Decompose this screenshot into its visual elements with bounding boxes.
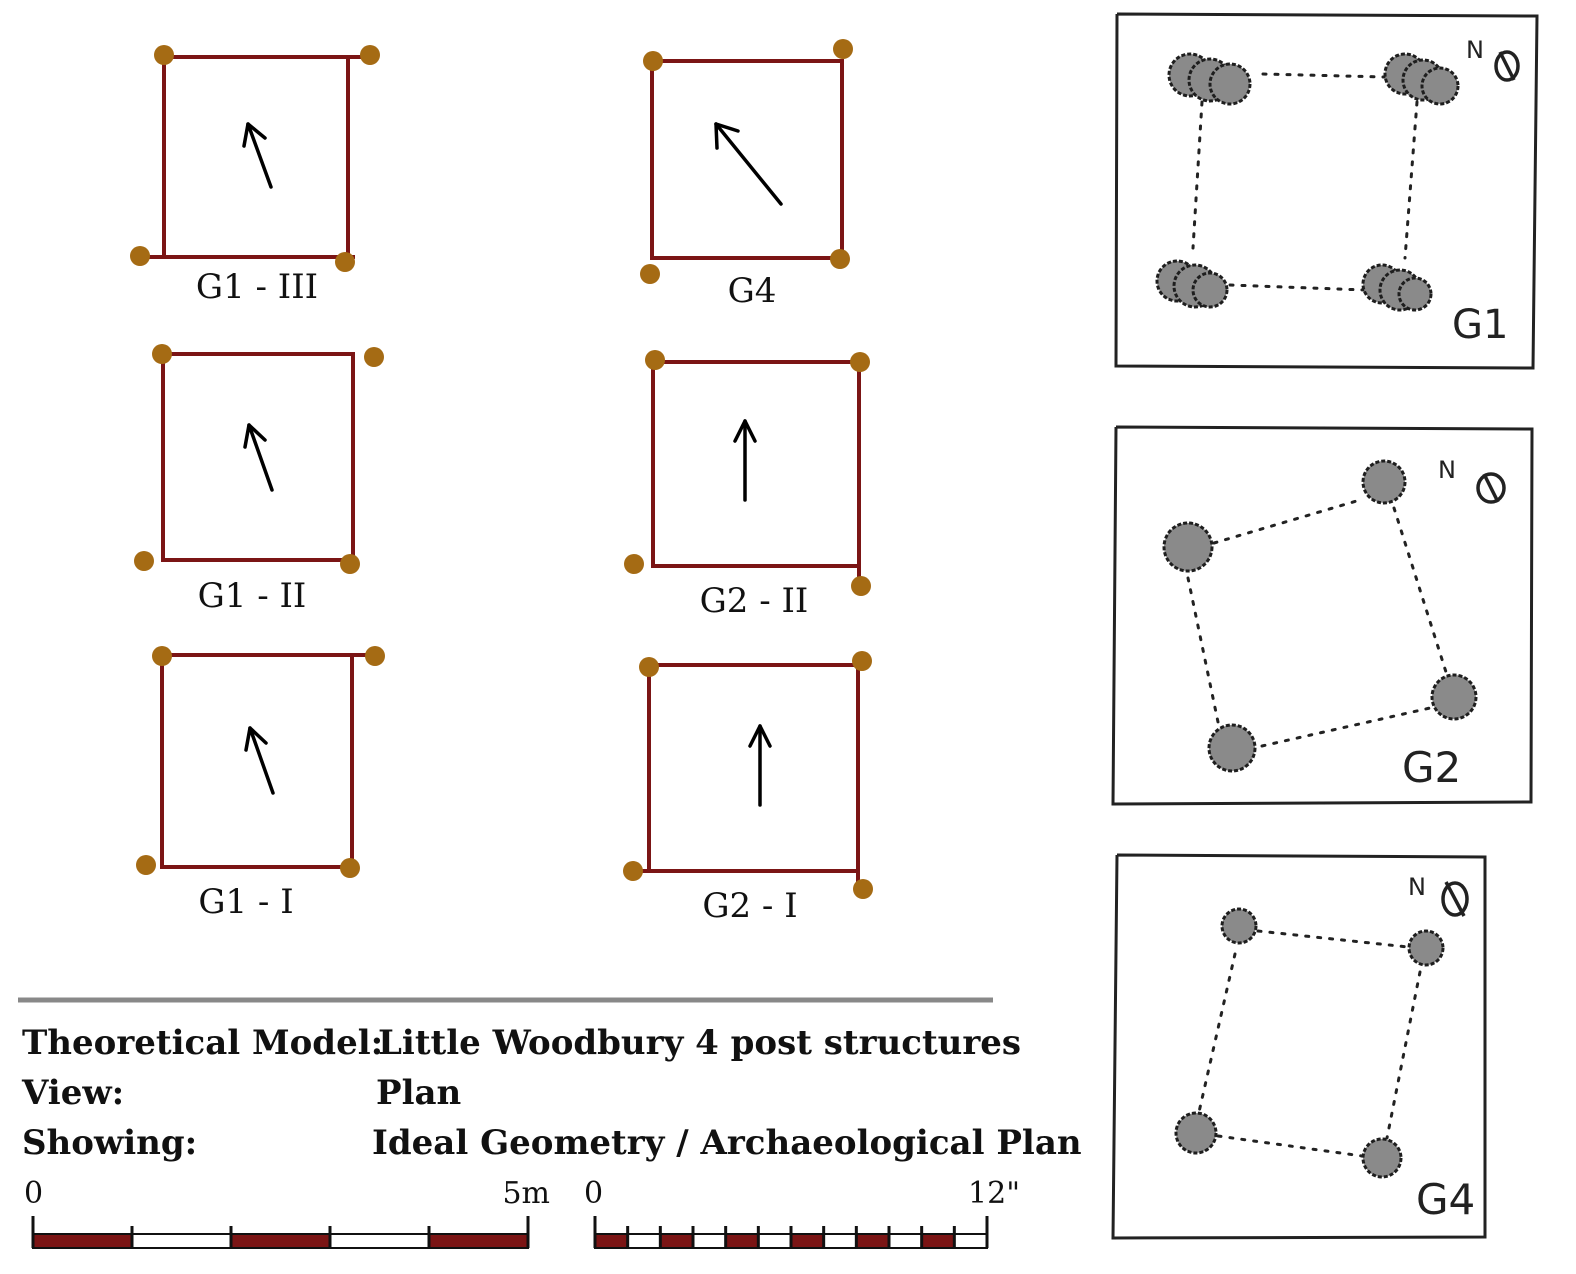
model-g1-iii: G1 - III — [130, 45, 380, 307]
post-marker — [340, 554, 360, 574]
scale-segment — [920, 1233, 956, 1249]
post-hole-cluster — [1383, 52, 1460, 106]
scale-segments — [593, 1216, 989, 1249]
plan-label: G2 — [1402, 743, 1461, 792]
post-marker — [154, 45, 174, 65]
model-g4: G4 — [640, 39, 853, 311]
scale-segment — [32, 1233, 133, 1249]
scale-segment — [131, 1233, 232, 1249]
post-marker — [624, 554, 644, 574]
caption-value: Ideal Geometry / Archaeological Plan — [372, 1123, 1082, 1163]
caption-value: Little Woodbury 4 post structures — [378, 1023, 1022, 1063]
post-marker — [643, 51, 663, 71]
scale-segments — [31, 1216, 530, 1249]
scale-segment — [757, 1233, 792, 1249]
north-arrow-icon — [1441, 881, 1469, 917]
orientation-arrow-icon — [244, 726, 275, 795]
post-marker — [645, 350, 665, 370]
scale-segment — [724, 1233, 760, 1249]
post-hole — [1407, 929, 1445, 967]
post-marker — [136, 855, 156, 875]
post-marker — [335, 252, 355, 272]
post-hole — [1430, 673, 1478, 721]
archaeological-plan-g4: N G4 — [1111, 853, 1487, 1240]
plan-label: G4 — [1416, 1175, 1475, 1224]
orientation-arrow-icon — [243, 423, 274, 492]
scale-segment — [822, 1233, 858, 1249]
scale-segment — [790, 1233, 825, 1249]
north-label: N — [1438, 456, 1456, 484]
scale-segment — [953, 1233, 988, 1249]
model-label: G4 — [728, 271, 777, 311]
archaeological-plan-g1: N G1 — [1114, 12, 1539, 370]
caption-value: Plan — [376, 1073, 462, 1113]
post-hole — [1162, 521, 1214, 573]
post-marker — [365, 646, 385, 666]
model-g1-i: G1 - I — [136, 646, 385, 922]
scale-end-label: 5m — [502, 1176, 550, 1211]
archaeological-plan-g2: N G2 — [1111, 425, 1534, 806]
scale-segment — [626, 1233, 662, 1249]
north-arrow-icon — [1494, 50, 1520, 82]
post-marker — [340, 858, 360, 878]
caption-key: Showing: — [22, 1123, 198, 1163]
post-marker — [639, 657, 659, 677]
scale-segment — [888, 1233, 923, 1249]
caption-key: View: — [22, 1073, 125, 1113]
scale-end-label: 12" — [968, 1176, 1020, 1211]
model-g2-ii: G2 - II — [624, 350, 871, 621]
scale-start-label: 0 — [24, 1176, 43, 1211]
post-hole — [1174, 1111, 1218, 1155]
post-marker — [364, 347, 384, 367]
scale-bar-imperial: 0 12" — [584, 1176, 1020, 1249]
post-hole-cluster — [1361, 263, 1433, 312]
north-arrow-icon — [1476, 472, 1506, 504]
north-label: N — [1408, 873, 1426, 901]
north-label: N — [1466, 36, 1484, 64]
orientation-arrow-icon — [748, 724, 772, 807]
scale-bar-metric: 0 5m — [24, 1176, 550, 1249]
post-marker — [134, 551, 154, 571]
orientation-arrow-icon — [733, 419, 757, 502]
scale-segment — [855, 1233, 890, 1249]
post-hole — [1361, 1137, 1403, 1179]
post-hole-cluster — [1167, 52, 1252, 106]
post-marker — [640, 264, 660, 284]
post-marker — [152, 344, 172, 364]
model-label: G1 - I — [198, 882, 293, 922]
scale-segment — [659, 1233, 694, 1249]
model-g2-i: G2 - I — [623, 651, 873, 926]
post-marker — [623, 861, 643, 881]
model-label: G1 - II — [198, 576, 307, 616]
post-marker — [851, 576, 871, 596]
scale-segment — [329, 1233, 430, 1249]
post-hole — [1220, 907, 1258, 945]
model-label: G1 - III — [196, 267, 318, 307]
post-marker — [830, 249, 850, 269]
scale-segment — [594, 1233, 629, 1249]
scale-segment — [428, 1233, 529, 1249]
model-label: G2 - II — [700, 581, 809, 621]
orientation-arrow-icon — [242, 122, 273, 189]
model-label: G2 - I — [702, 886, 797, 926]
post-marker — [852, 651, 872, 671]
post-hole-cluster — [1155, 259, 1229, 309]
post-marker — [850, 352, 870, 372]
post-marker — [833, 39, 853, 59]
model-g1-ii: G1 - II — [134, 344, 384, 616]
post-marker — [152, 646, 172, 666]
post-hole — [1361, 459, 1407, 505]
post-marker — [130, 246, 150, 266]
post-marker — [853, 879, 873, 899]
plan-label: G1 — [1452, 302, 1508, 348]
caption-key: Theoretical Model: — [22, 1023, 384, 1063]
scale-start-label: 0 — [584, 1176, 603, 1211]
orientation-arrow-icon — [714, 122, 783, 206]
scale-segment — [692, 1233, 727, 1249]
post-hole — [1207, 723, 1257, 773]
post-marker — [360, 45, 380, 65]
scale-segment — [230, 1233, 331, 1249]
